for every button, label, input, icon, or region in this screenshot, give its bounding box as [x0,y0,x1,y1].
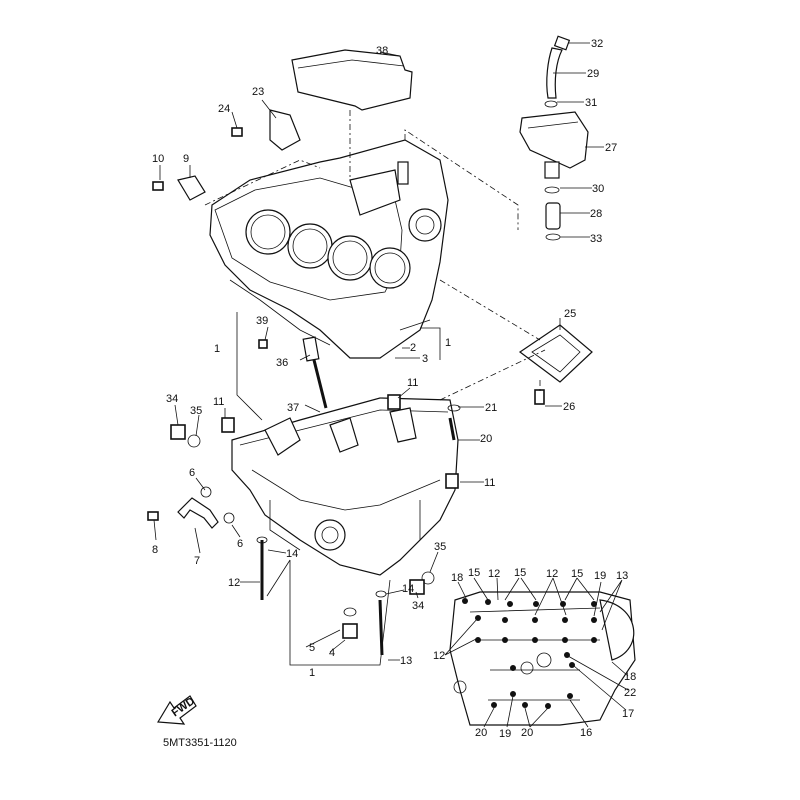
upper-crankcase [209,139,449,359]
callout: 38 [376,45,388,57]
breather-hose [544,35,571,108]
callout: 34 [412,600,424,612]
callout: 6 [237,538,243,550]
bolts [147,109,545,656]
callout: 3 [422,353,428,365]
fwd-arrow-icon: FWD [156,695,197,725]
callout: 24 [218,103,230,115]
callout: 37 [287,402,299,414]
callout: 31 [585,97,597,109]
callout: 20 [480,433,492,445]
callout: 13 [616,570,628,582]
callout: 1 [309,667,315,679]
callout: 15 [468,567,480,579]
inset-assembled-view [444,577,636,728]
callout: 5 [309,642,315,654]
callout: 11 [484,477,495,489]
callout: 20 [475,727,487,739]
callout: 18 [451,572,463,584]
callout: 34 [166,393,178,405]
callout: 13 [400,655,412,667]
callout: 12 [228,577,240,589]
leader-lines [153,42,604,666]
callout: 29 [587,68,599,80]
callout: 18 [624,671,636,683]
callout: 22 [624,687,636,699]
callout: 14 [286,548,298,560]
callout: 15 [514,567,526,579]
callout: 7 [194,555,200,567]
cover-part-38 [291,49,413,111]
callout: 2 [410,342,416,354]
plate-part-25 [518,324,593,383]
callout: 27 [605,142,617,154]
callout: 20 [521,727,533,739]
inset-callout-labels: 18 15 12 15 12 15 19 13 12 18 22 17 20 1… [433,567,636,740]
callout: 30 [592,183,604,195]
callout: 14 [402,583,414,595]
callout: 35 [434,541,446,553]
callout: 12 [488,568,500,580]
callout: 11 [213,396,224,408]
callout: 17 [622,708,634,720]
callout: 21 [485,402,497,414]
callout: 12 [546,568,558,580]
callout: 25 [564,308,576,320]
drawing-code: 5MT3351-1120 [163,737,237,749]
callout: 19 [594,570,606,582]
callout: 10 [152,153,164,165]
callout: 35 [190,405,202,417]
callout: 4 [329,647,335,659]
callout: 11 [407,377,418,389]
callout: 16 [580,727,592,739]
callout: 12 [433,650,445,662]
callout: 28 [590,208,602,220]
breather-box-part-27 [519,111,589,241]
oil-pipe-part-7 [177,497,219,529]
callout: 15 [571,568,583,580]
callout: 19 [499,728,511,740]
callout: 9 [183,153,189,165]
callout: 39 [256,315,268,327]
callout: 23 [252,86,264,98]
callout: 32 [591,38,603,50]
callout: 26 [563,401,575,413]
callout: 36 [276,357,288,369]
callout: 33 [590,233,602,245]
sensor-part-36 [302,336,328,409]
callout-labels: 38 32 29 31 27 30 28 33 23 24 10 9 25 26… [152,38,617,679]
callout: 6 [189,467,195,479]
lower-crankcase [231,397,459,576]
callout: 8 [152,544,158,556]
callout: 1 [214,343,220,355]
callout: 1 [445,337,451,349]
